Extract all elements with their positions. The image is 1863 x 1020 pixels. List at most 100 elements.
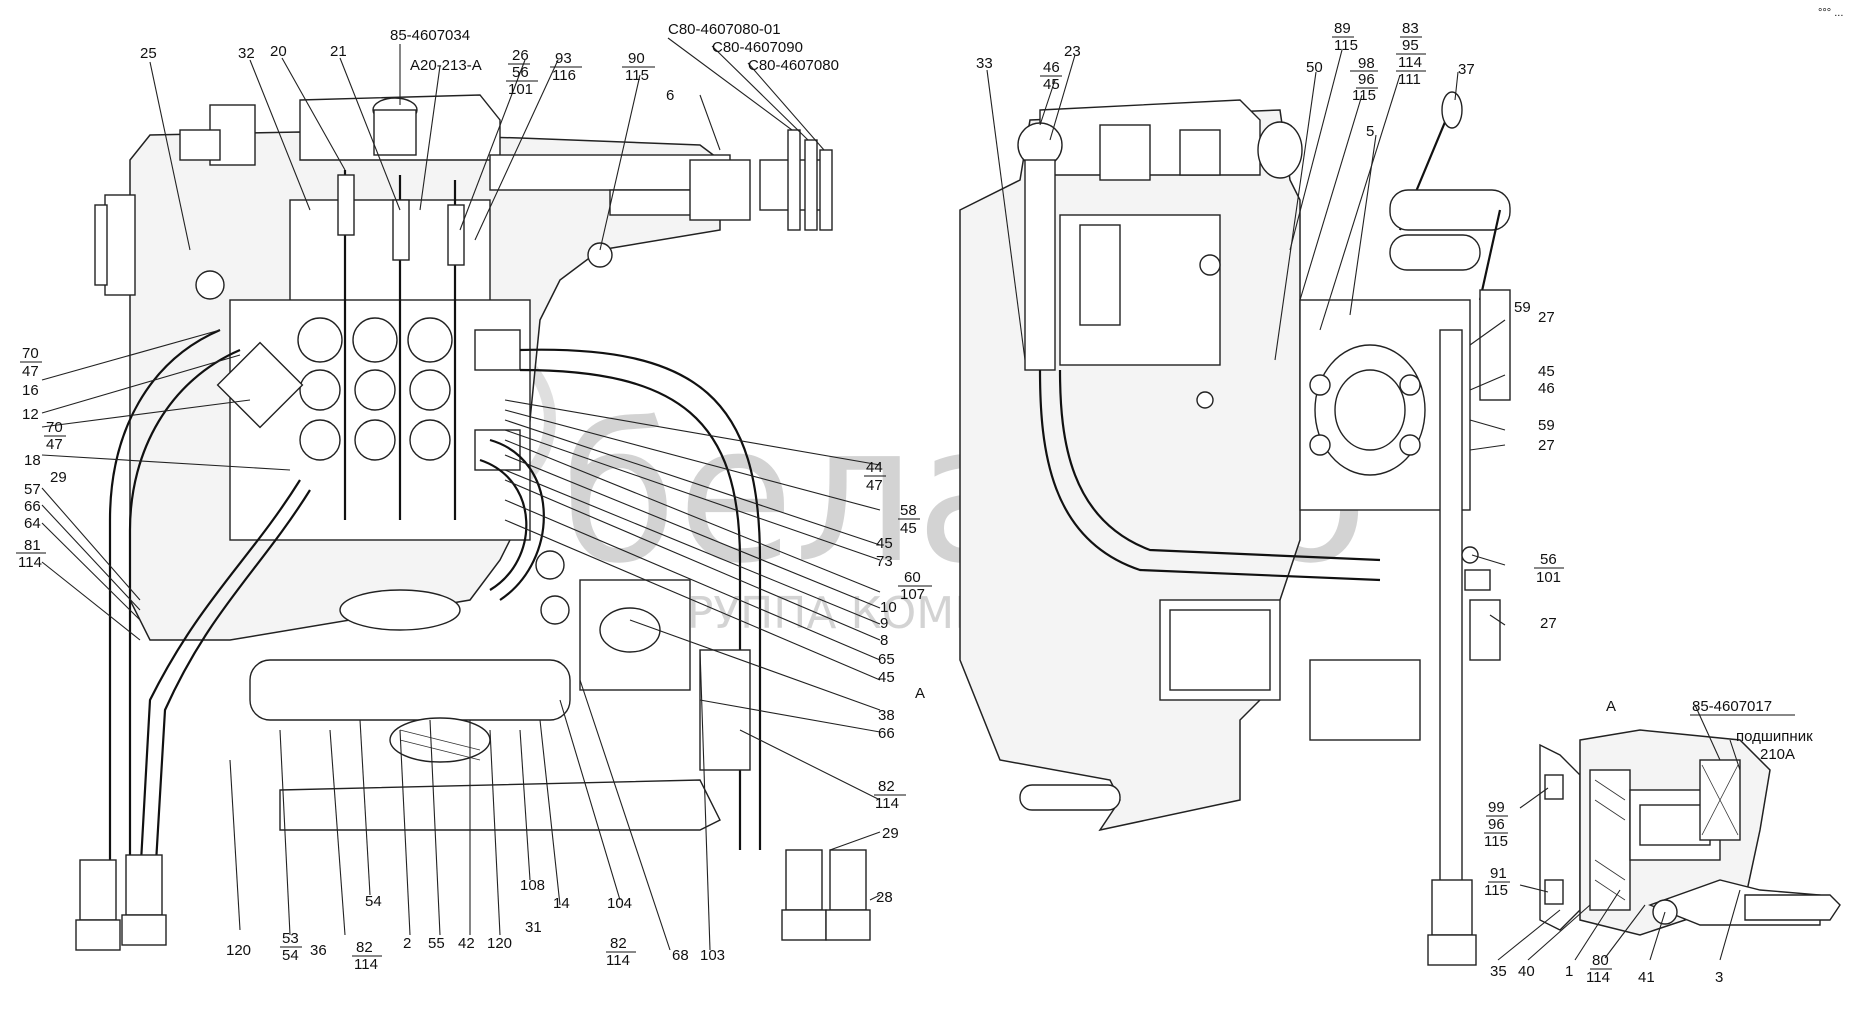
callout-66b: 66 [878, 725, 895, 742]
callout-32: 32 [238, 45, 255, 62]
callout-38: 38 [878, 707, 895, 724]
callout-12: 12 [22, 406, 39, 423]
callout-101: 101 [1536, 569, 1561, 586]
callout-114: 114 [1398, 54, 1422, 71]
callout-114: 114 [18, 554, 42, 571]
callout-82a: 82 [878, 778, 895, 795]
left-view-underlines [16, 63, 932, 957]
part-number-c80-4607080-01: С80-4607080-01 [668, 21, 781, 38]
callout-16: 16 [22, 382, 39, 399]
detail-a-underlines [1484, 714, 1795, 970]
callout-59a: 59 [1514, 299, 1531, 316]
callout-9: 9 [880, 615, 888, 632]
callout-57: 57 [24, 481, 41, 498]
detail-a-drawing [1539, 729, 1841, 936]
callout-115-detail: 115 [1484, 833, 1508, 850]
callout-56: 56 [512, 64, 529, 81]
callout-45: 45 [1043, 76, 1060, 93]
part-number-c80-4607080: С80-4607080 [748, 57, 839, 74]
callout-54b: 54 [365, 893, 382, 910]
callout-120b: 120 [487, 935, 512, 952]
callout-116: 116 [552, 67, 576, 84]
callout-21: 21 [330, 43, 347, 60]
callout-14: 14 [553, 895, 570, 912]
callout-33: 33 [976, 55, 993, 72]
detail-a-labels: А 85-4607017 подшипник 210А 99 96 115 91… [1484, 698, 1813, 986]
callout-5: 5 [1366, 123, 1374, 140]
callout-44: 44 [866, 459, 883, 476]
callout-42: 42 [458, 935, 475, 952]
part-number-c80-4607090: С80-4607090 [712, 39, 803, 56]
callout-60: 60 [904, 569, 921, 586]
callout-81: 81 [24, 537, 41, 554]
right-view-labels: 33 46 45 23 50 89 115 98 96 115 83 95 11… [976, 20, 1561, 632]
callout-96: 96 [1358, 71, 1375, 88]
callout-37: 37 [1458, 61, 1475, 78]
callout-47: 47 [22, 363, 39, 380]
callout-83: 83 [1402, 20, 1419, 37]
callout-31: 31 [525, 919, 542, 936]
callout-65: 65 [878, 651, 895, 668]
callout-2: 2 [403, 935, 411, 952]
callout-99: 99 [1488, 799, 1505, 816]
callout-29: 29 [50, 469, 67, 486]
detail-a-title: А [1606, 698, 1616, 715]
callout-82c: 82 [610, 935, 627, 952]
part-number-85-4607017: 85-4607017 [1692, 698, 1772, 715]
callout-107: 107 [900, 586, 925, 603]
callout-90: 90 [628, 50, 645, 67]
callout-41: 41 [1638, 969, 1655, 986]
callout-25: 25 [140, 45, 157, 62]
callout-68: 68 [672, 947, 689, 964]
callout-56: 56 [1540, 551, 1557, 568]
callout-103: 103 [700, 947, 725, 964]
callout-95: 95 [1402, 37, 1419, 54]
callout-59b: 59 [1538, 417, 1555, 434]
corner-marks: °°° ... [1818, 7, 1843, 19]
callout-120: 120 [226, 942, 251, 959]
callout-104: 104 [607, 895, 632, 912]
callout-3: 3 [1715, 969, 1723, 986]
callout-101: 101 [508, 81, 533, 98]
detail-marker-a: A [915, 685, 925, 702]
callout-80: 80 [1592, 952, 1609, 969]
left-view-labels: 25 32 20 21 85-4607034 А20-213-А 26 56 1… [18, 21, 925, 973]
callout-55: 55 [428, 935, 445, 952]
callout-23: 23 [1064, 43, 1081, 60]
callout-45b: 45 [1538, 363, 1555, 380]
callout-58: 58 [900, 502, 917, 519]
callout-20: 20 [270, 43, 287, 60]
callout-89: 89 [1334, 20, 1351, 37]
callout-64: 64 [24, 515, 41, 532]
callout-45c: 45 [878, 669, 895, 686]
callout-50: 50 [1306, 59, 1323, 76]
callout-28: 28 [876, 889, 893, 906]
callout-46b: 46 [1538, 380, 1555, 397]
callout-93: 93 [555, 50, 572, 67]
callout-98: 98 [1358, 55, 1375, 72]
callout-114d: 114 [606, 952, 630, 969]
callout-40: 40 [1518, 963, 1535, 980]
callout-47b: 47 [46, 436, 63, 453]
detail-a-leaders [1497, 704, 1741, 961]
right-view-leaders [986, 49, 1506, 626]
callout-96-detail: 96 [1488, 816, 1505, 833]
callout-46: 46 [1043, 59, 1060, 76]
callout-115b: 115 [1352, 87, 1376, 104]
callout-35: 35 [1490, 963, 1507, 980]
bearing-code: 210А [1760, 746, 1795, 763]
callout-114b: 114 [875, 795, 899, 812]
callout-53: 53 [282, 930, 299, 947]
part-number-85-4607034: 85-4607034 [390, 27, 470, 44]
left-view-drawing [75, 94, 871, 951]
callout-36: 36 [310, 942, 327, 959]
callout-114-detail: 114 [1586, 969, 1610, 986]
callout-115a: 115 [1334, 37, 1358, 54]
callout-115: 115 [625, 67, 649, 84]
callout-108: 108 [520, 877, 545, 894]
callout-10: 10 [880, 599, 897, 616]
callout-27c: 27 [1540, 615, 1557, 632]
callout-54a: 54 [282, 947, 299, 964]
